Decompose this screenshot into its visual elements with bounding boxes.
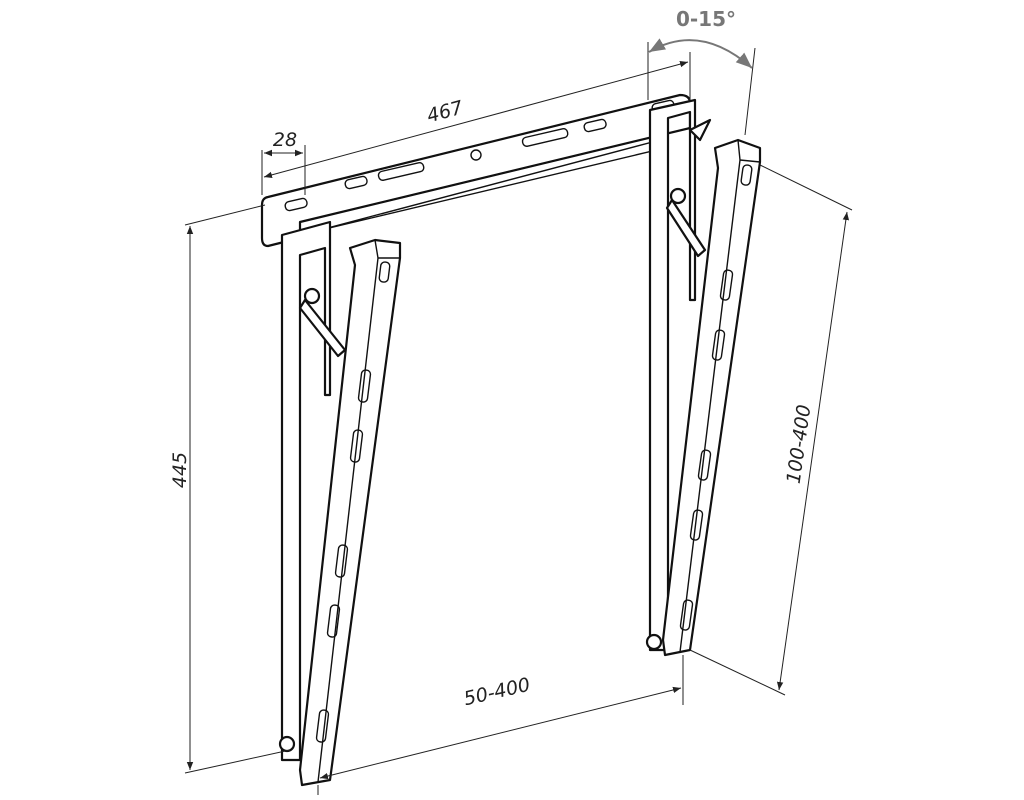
depth-label: 28 bbox=[273, 129, 297, 151]
width-label: 467 bbox=[425, 97, 466, 128]
dimension-depth: 28 bbox=[264, 129, 306, 195]
horizontal-spacing-label: 50-400 bbox=[462, 674, 533, 711]
dimension-vertical-spacing: 100-400 bbox=[689, 164, 853, 696]
dimension-tilt-angle: 0-15° bbox=[647, 7, 756, 136]
vertical-spacing-label: 100-400 bbox=[783, 403, 816, 485]
dimension-horizontal-spacing: 50-400 bbox=[317, 655, 684, 795]
right-wall-hanger bbox=[648, 98, 712, 652]
dimension-height: 445 bbox=[169, 204, 291, 774]
left-tilt-arm bbox=[278, 238, 402, 787]
height-label: 445 bbox=[169, 452, 191, 488]
left-wall-hanger bbox=[280, 220, 347, 762]
tilt-angle-label: 0-15° bbox=[676, 7, 736, 31]
